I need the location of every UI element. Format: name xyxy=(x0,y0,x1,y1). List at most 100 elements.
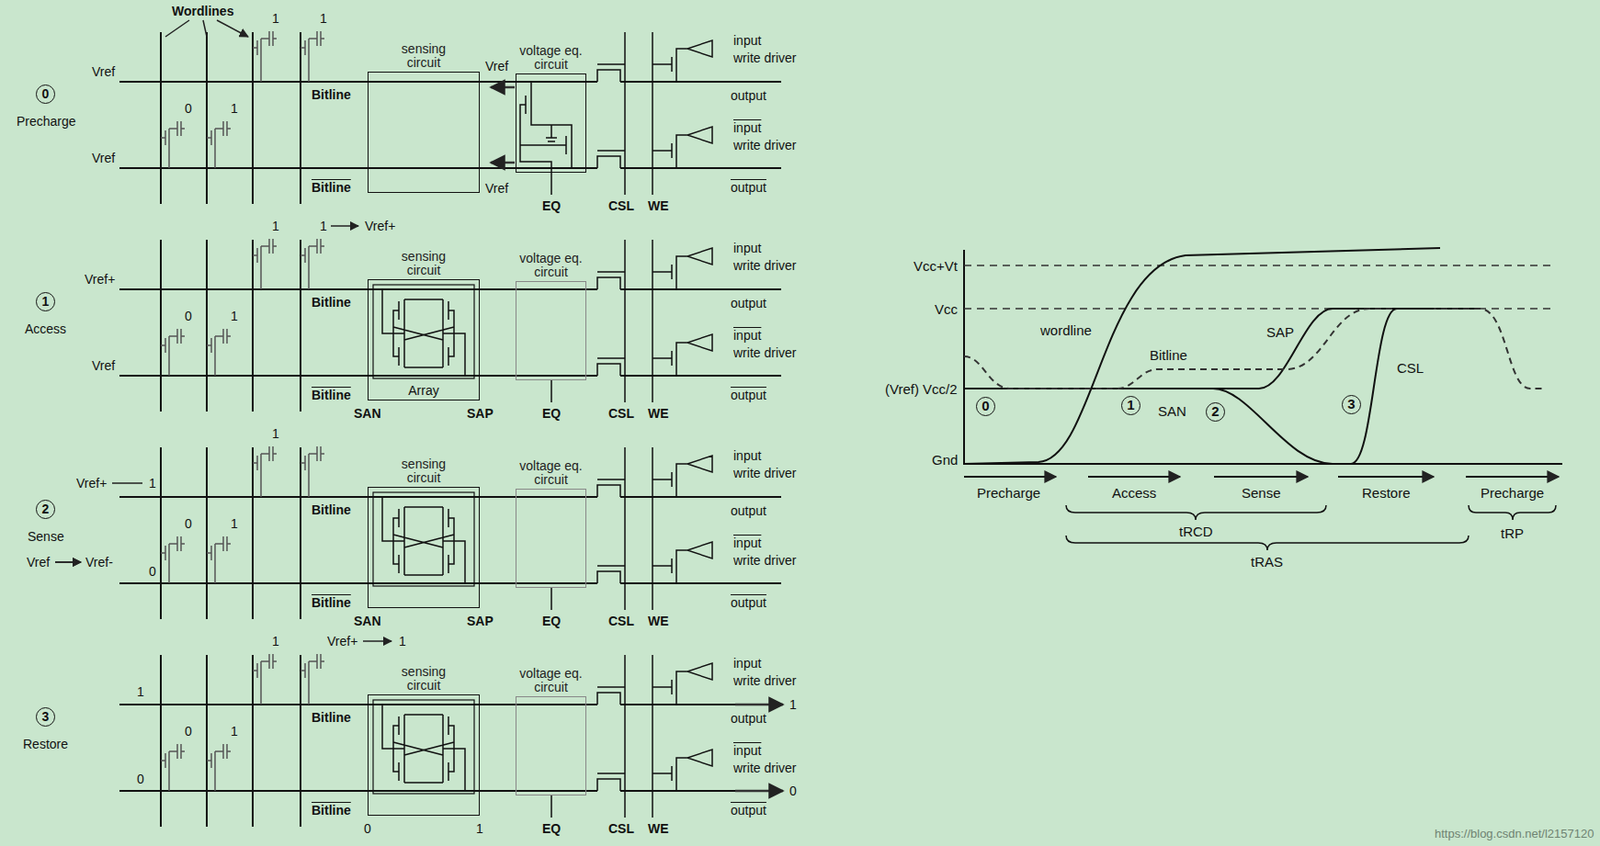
label-text: Gnd xyxy=(930,452,959,468)
label-text: 0 xyxy=(183,724,193,739)
label-text: input xyxy=(732,448,762,464)
callout-number: 1 xyxy=(35,292,56,312)
array-column xyxy=(119,446,782,620)
label-text: Precharge xyxy=(975,485,1042,501)
label-text: 0 xyxy=(788,783,798,799)
circuit-box: voltage eq. circuit xyxy=(515,73,587,173)
label-text: output xyxy=(729,88,768,103)
label-text: 1 xyxy=(136,684,146,700)
timing-brace xyxy=(1066,505,1327,521)
vref-arrow xyxy=(490,161,515,165)
equalizer-circuit xyxy=(520,81,572,173)
label-text: CSL xyxy=(607,198,636,214)
label-text: 1 xyxy=(318,11,329,26)
label-text: input xyxy=(732,120,762,136)
label-text: WE xyxy=(646,198,670,214)
label-text: WE xyxy=(646,613,670,629)
callout-number: 1 xyxy=(1121,396,1141,416)
label-text: Sense xyxy=(26,529,66,545)
phase-arrow xyxy=(1214,476,1308,478)
label-text: 1 xyxy=(271,11,281,26)
label-text: output xyxy=(729,295,768,311)
label-text: EQ xyxy=(541,613,562,629)
transition-arrow xyxy=(330,225,359,227)
box-heading: voltage eq. circuit xyxy=(518,459,585,488)
label-text: Bitline xyxy=(1148,347,1189,364)
label-text: Vcc xyxy=(933,301,959,318)
label-text: Bitline xyxy=(310,803,352,818)
box-heading: voltage eq. circuit xyxy=(518,44,585,72)
label-text: Access xyxy=(1111,485,1158,501)
label-text: Access xyxy=(23,321,68,337)
label-text: 0 xyxy=(183,308,193,324)
callout-number: 2 xyxy=(1205,402,1226,422)
sap-curve xyxy=(1213,308,1480,389)
label-text: Bitline xyxy=(310,387,352,403)
label-text: output xyxy=(729,803,768,818)
label-text: Vref xyxy=(90,64,116,80)
label-text: output xyxy=(729,595,768,611)
label-text: output xyxy=(729,711,768,727)
label-text: input xyxy=(732,240,762,256)
label-text: Vref xyxy=(484,181,510,196)
label-text: Wordlines xyxy=(170,3,235,19)
sense-panel xyxy=(55,446,782,620)
label-text: Vref+ xyxy=(326,634,359,649)
sense-amp xyxy=(373,284,475,379)
label-text: 1 xyxy=(229,308,239,324)
label-text: Precharge xyxy=(1479,485,1545,501)
timing-brace xyxy=(1468,505,1556,521)
label-text: write driver xyxy=(732,137,797,153)
precharge-panel xyxy=(119,20,782,205)
circuit-box: sensing circuitArray xyxy=(367,279,480,401)
label-text: Restore xyxy=(22,737,69,752)
label-text: output xyxy=(729,503,768,519)
label-text: 1 xyxy=(788,697,798,713)
transition-arrow xyxy=(55,483,143,563)
label-text: EQ xyxy=(541,198,562,214)
phase-arrow xyxy=(964,476,1056,478)
label-text: write driver xyxy=(732,760,797,776)
label-text: 1 xyxy=(475,821,485,837)
label-text: CSL xyxy=(1395,360,1425,376)
label-text: 1 xyxy=(229,516,239,532)
box-heading: voltage eq. circuit xyxy=(518,667,585,695)
label-text: Vref+ xyxy=(363,218,397,234)
label-text: 1 xyxy=(271,218,281,234)
callout-number: 0 xyxy=(35,84,56,104)
callout-number: 2 xyxy=(35,499,56,520)
label-text: Vref xyxy=(90,358,116,374)
label-text: tRAS xyxy=(1249,554,1284,570)
label-text: Bitline xyxy=(310,502,352,518)
label-text: tRCD xyxy=(1178,523,1215,540)
output-arrow xyxy=(735,790,783,794)
phase-arrow xyxy=(1338,476,1434,478)
label-text: Bitline xyxy=(310,710,352,726)
array-column xyxy=(119,238,782,412)
array-column xyxy=(119,654,782,828)
label-text: Restore xyxy=(1361,485,1412,501)
label-text: 1 xyxy=(271,426,281,442)
circuit-box: voltage eq. circuit xyxy=(515,488,587,589)
watermark: https://blog.csdn.net/l2157120 xyxy=(1433,826,1595,842)
label-text: Bitline xyxy=(310,595,352,611)
label-text: 0 xyxy=(183,101,193,116)
label-text: input xyxy=(732,656,762,671)
label-text: SAP xyxy=(465,406,495,421)
label-text: Bitline xyxy=(310,87,352,103)
label-text: write driver xyxy=(732,258,797,273)
label-text: SAN xyxy=(1157,403,1188,420)
label-text: EQ xyxy=(541,406,562,421)
label-text: 1 xyxy=(397,634,408,649)
transition-arrow xyxy=(55,561,81,564)
label-text: 1 xyxy=(318,218,329,234)
output-arrow xyxy=(735,703,783,707)
label-text: Vcc+Vt xyxy=(912,258,959,274)
label-text: write driver xyxy=(732,50,797,66)
label-text: output xyxy=(729,387,768,403)
leader-arrow xyxy=(165,20,249,37)
phase-arrow xyxy=(1465,476,1559,478)
csl-curve xyxy=(964,308,1434,465)
callout-number: 3 xyxy=(1341,395,1362,415)
